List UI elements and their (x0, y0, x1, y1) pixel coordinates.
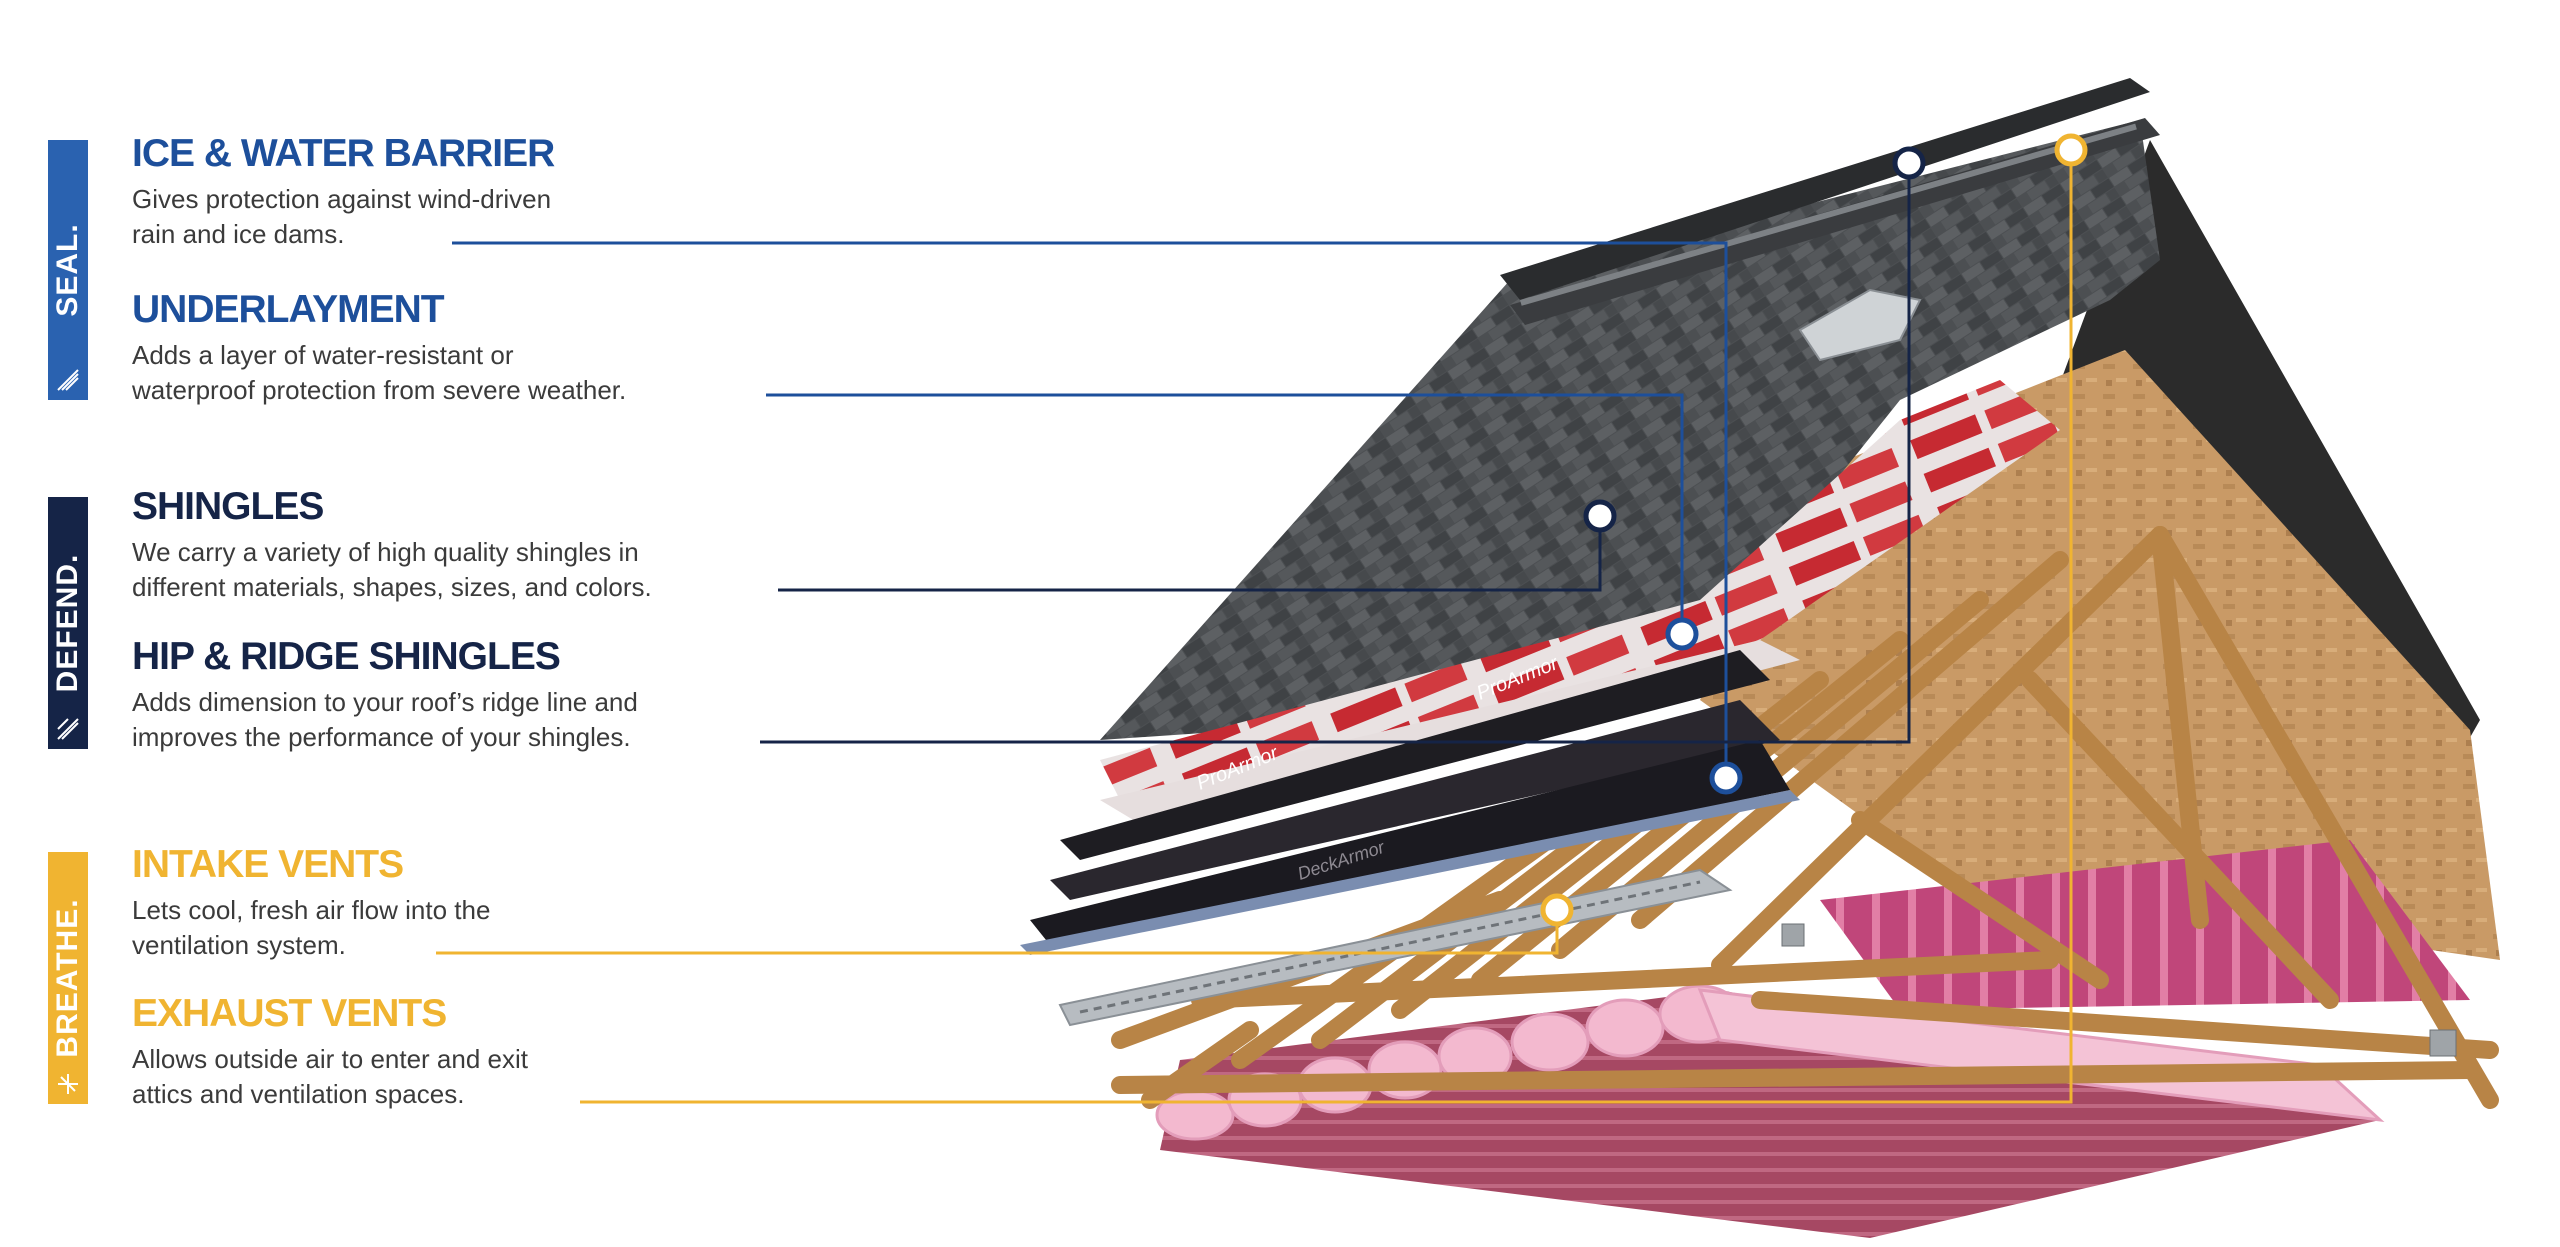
leader-hip-ridge (760, 163, 1911, 744)
marker-intake (1540, 893, 1574, 927)
underlayment-layer (1100, 380, 2060, 800)
item-title: UNDERLAYMENT (132, 288, 445, 331)
tab-defend-label: DEFEND. (51, 553, 84, 693)
ridge-highlight (1520, 123, 2137, 306)
marker-ice-water (1709, 761, 1743, 795)
defend-icon (57, 718, 79, 740)
leader-underlayment (766, 393, 1684, 634)
item-description-line-2: rain and ice dams. (132, 219, 345, 249)
item-description-line-2: ventilation system. (132, 930, 346, 960)
leader-exhaust (580, 150, 2073, 1104)
leader-shingles (778, 516, 1602, 592)
item-title: ICE & WATER BARRIER (132, 132, 555, 175)
tab-seal-background (48, 140, 88, 400)
item-exhaust-vents: EXHAUST VENTS Allows outside air to ente… (132, 992, 528, 1112)
tab-defend: DEFEND. (48, 497, 88, 749)
breathe-icon (58, 1074, 78, 1094)
item-description-line-2: different materials, shapes, sizes, and … (132, 572, 652, 602)
item-description-line-1: We carry a variety of high quality shing… (132, 537, 639, 567)
item-description: Lets cool, fresh air flow into the ventil… (132, 893, 490, 963)
leader-ice-water (452, 241, 1728, 778)
item-description-line-2: improves the performance of your shingle… (132, 722, 631, 752)
item-description-line-1: Lets cool, fresh air flow into the (132, 895, 491, 925)
tab-defend-background (48, 497, 88, 749)
item-shingles: SHINGLES We carry a variety of high qual… (132, 485, 652, 605)
eave-vent-right (2429, 1029, 2457, 1057)
item-description-line-1: Allows outside air to enter and exit (132, 1044, 528, 1074)
tab-breathe-background (48, 852, 88, 1104)
drip-edge-blue (1020, 790, 1800, 955)
item-description: Gives protection against wind-driven rain… (132, 182, 554, 252)
item-intake-vents: INTAKE VENTS Lets cool, fresh air flow i… (132, 843, 490, 963)
item-description: Adds dimension to your roof’s ridge line… (132, 685, 638, 755)
tab-breathe-label: BREATHE. (51, 898, 84, 1058)
ice-water-membrane-1 (1060, 650, 1770, 860)
marker-hip-ridge (1892, 146, 1926, 180)
marker-underlayment (1665, 617, 1699, 651)
seal-icon (57, 369, 79, 391)
item-description: Adds a layer of water-resistant or waterp… (132, 338, 626, 408)
item-description: Allows outside air to enter and exit atti… (132, 1042, 528, 1112)
shingle-roof-surface (1100, 120, 2160, 740)
gable-end-wall (2050, 140, 2480, 755)
tab-breathe: BREATHE. (48, 852, 88, 1104)
item-description-line-2: waterproof protection from severe weathe… (132, 375, 627, 405)
item-description-line-1: Adds dimension to your roof’s ridge line… (132, 687, 638, 717)
item-title: HIP & RIDGE SHINGLES (132, 635, 561, 678)
item-description: We carry a variety of high quality shing… (132, 535, 652, 605)
tab-seal-label: SEAL. (51, 223, 84, 317)
ice-water-membrane-2 (1050, 700, 1780, 900)
item-title: INTAKE VENTS (132, 843, 404, 886)
item-description-line-2: attics and ventilation spaces. (132, 1079, 465, 1109)
item-description-line-1: Gives protection against wind-driven (132, 184, 552, 214)
item-hip-ridge-shingles: HIP & RIDGE SHINGLES Adds dimension to y… (132, 635, 638, 755)
item-underlayment: UNDERLAYMENT Adds a layer of water-resis… (132, 288, 626, 408)
ice-water-membrane-3 (1030, 740, 1790, 945)
item-ice-water-barrier: ICE & WATER BARRIER Gives protection aga… (132, 132, 555, 252)
marker-shingles (1583, 499, 1617, 533)
marker-exhaust (2054, 133, 2088, 167)
item-title: SHINGLES (132, 485, 324, 528)
item-description-line-1: Adds a layer of water-resistant or (132, 340, 514, 370)
eave-vent-left (1781, 923, 1805, 947)
tab-seal: SEAL. (48, 140, 88, 400)
item-title: EXHAUST VENTS (132, 992, 447, 1035)
ridge-vent (1510, 118, 2160, 325)
